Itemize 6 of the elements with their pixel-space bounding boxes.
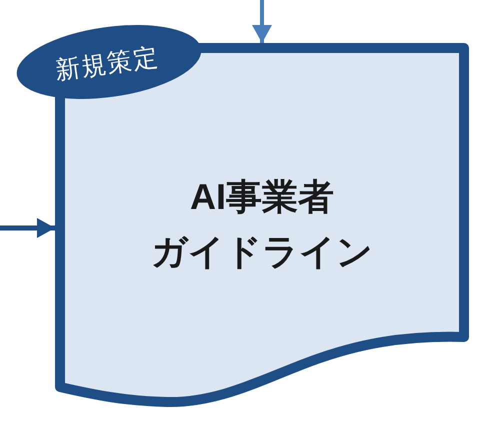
document-shape — [55, 43, 469, 407]
title-text: AI事業者ガイドライン — [151, 175, 373, 274]
arrow — [0, 218, 55, 238]
ellipse-badge — [14, 24, 204, 100]
status-text: 新規策定 — [53, 42, 161, 86]
arrow — [252, 0, 272, 43]
